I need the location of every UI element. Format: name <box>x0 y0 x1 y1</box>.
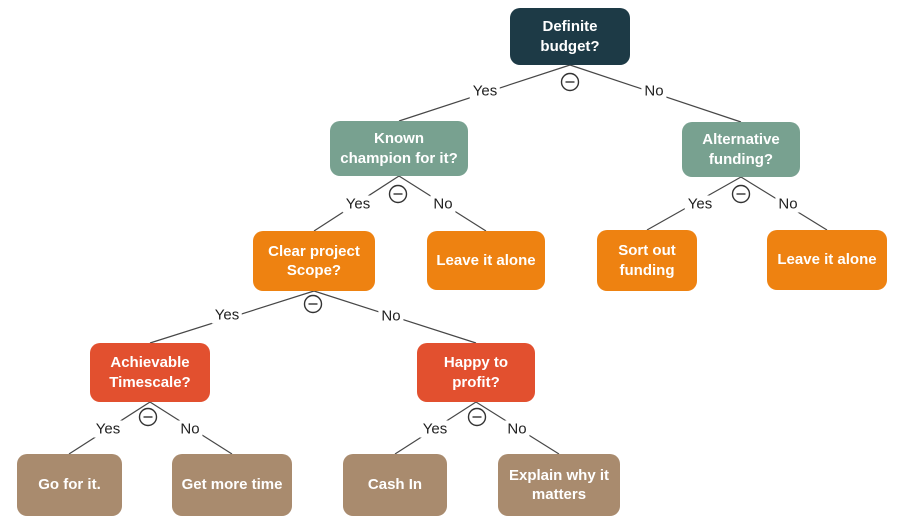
node-sort-out-funding: Sort out funding <box>597 230 697 291</box>
minus-circle-icon[interactable] <box>560 72 580 92</box>
node-label: Get more time <box>181 476 283 494</box>
branch-label-no: No <box>378 307 404 325</box>
minus-circle-icon[interactable] <box>731 184 751 204</box>
branch-label-no: No <box>430 195 456 213</box>
branch-label-yes: Yes <box>684 195 716 213</box>
node-label: Definite budget? <box>540 18 600 55</box>
node-label: Achievable Timescale? <box>109 354 191 391</box>
branch-label-no: No <box>775 195 801 213</box>
node-achievable-timescale: Achievable Timescale? <box>90 343 210 402</box>
branch-label-yes: Yes <box>469 82 501 100</box>
node-label: Clear project Scope? <box>268 242 360 279</box>
node-label: Happy to profit? <box>443 354 509 391</box>
node-label: Known champion for it? <box>340 130 458 167</box>
node-get-more-time: Get more time <box>172 454 292 516</box>
node-leave-it-alone-left: Leave it alone <box>427 231 545 290</box>
node-alternative-funding: Alternative funding? <box>682 122 800 177</box>
node-leave-it-alone-right: Leave it alone <box>767 230 887 290</box>
branch-label-yes: Yes <box>211 306 243 324</box>
branch-label-no: No <box>504 420 530 438</box>
minus-circle-icon[interactable] <box>138 407 158 427</box>
node-label: Explain why it matters <box>508 466 610 503</box>
minus-circle-icon[interactable] <box>388 184 408 204</box>
branch-label-no: No <box>177 420 203 438</box>
node-label: Leave it alone <box>777 251 877 269</box>
branch-label-yes: Yes <box>419 420 451 438</box>
node-label: Cash In <box>367 476 423 494</box>
branch-label-no: No <box>641 82 667 100</box>
node-label: Go for it. <box>38 476 101 494</box>
minus-circle-icon[interactable] <box>303 294 323 314</box>
branch-label-yes: Yes <box>92 420 124 438</box>
node-known-champion: Known champion for it? <box>330 121 468 176</box>
node-go-for-it: Go for it. <box>17 454 122 516</box>
node-definite-budget: Definite budget? <box>510 8 630 65</box>
node-label: Sort out funding <box>618 242 676 279</box>
node-label: Leave it alone <box>436 251 536 269</box>
node-clear-project-scope: Clear project Scope? <box>253 231 375 291</box>
branch-label-yes: Yes <box>342 195 374 213</box>
node-explain-why-it-matters: Explain why it matters <box>498 454 620 516</box>
node-label: Alternative funding? <box>702 131 780 168</box>
minus-circle-icon[interactable] <box>467 407 487 427</box>
node-happy-to-profit: Happy to profit? <box>417 343 535 402</box>
node-cash-in: Cash In <box>343 454 447 516</box>
